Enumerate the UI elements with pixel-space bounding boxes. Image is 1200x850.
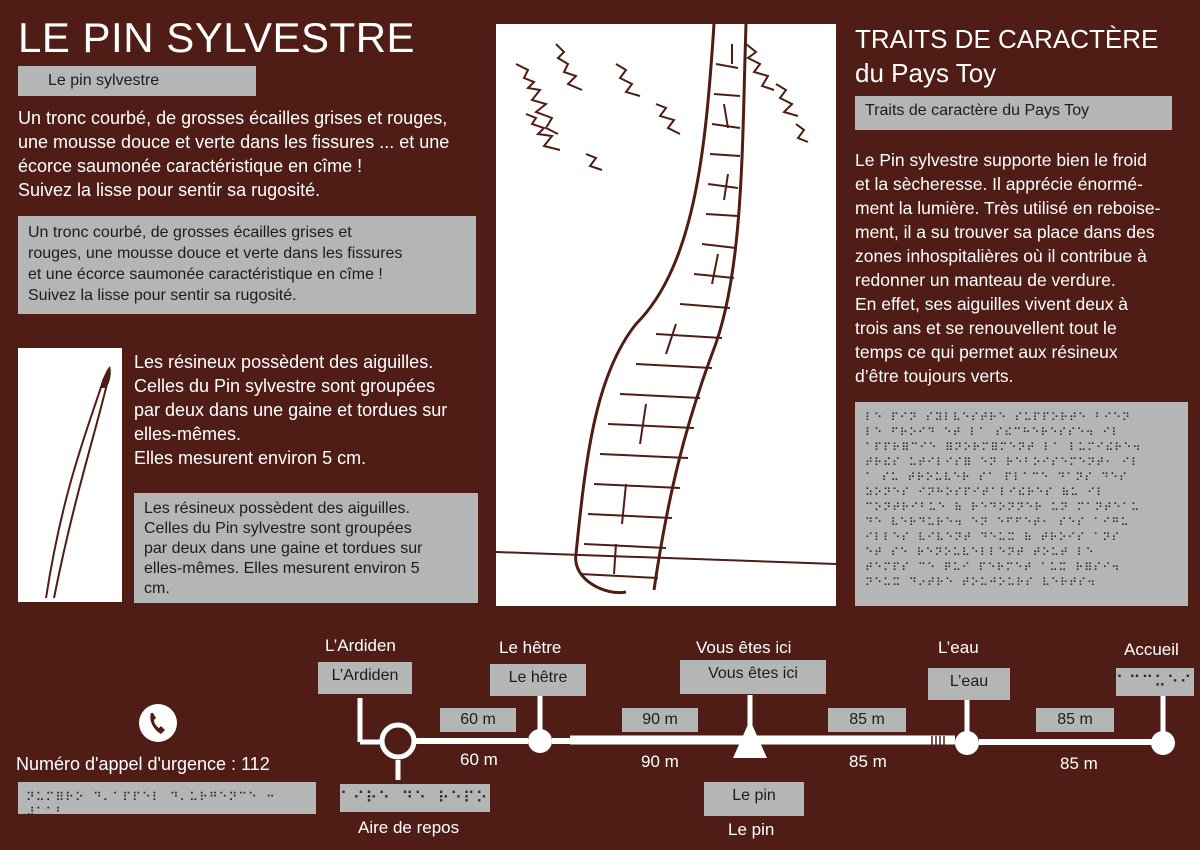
distance-label: 85 m xyxy=(1060,754,1098,773)
stop-box-hetre: Le hêtre xyxy=(490,664,586,696)
rest-area-label: Aire de repos xyxy=(358,818,460,837)
trail-line xyxy=(357,695,1175,780)
needles-line: Les résineux possèdent des aiguilles. xyxy=(134,352,434,372)
traits-braille-box: ⠇⠑ ⠏⠊⠝ ⠎⠽⠇⠧⠑⠎⠞⠗⠑ ⠎⠥⠏⠏⠕⠗⠞⠑ ⠃⠊⠑⠝ ⠇⠑ ⠋⠗⠕⠊⠙ … xyxy=(855,402,1188,606)
traits-box: Traits de caractère du Pays Toy xyxy=(855,96,1172,130)
intro-text: Un tronc courbé, de grosses écailles gri… xyxy=(18,106,488,202)
needles-box-line: Les résineux possèdent des aiguilles. xyxy=(144,500,410,517)
intro-box: Un tronc courbé, de grosses écailles gri… xyxy=(18,216,476,314)
traits-line: et la sècheresse. Il apprécie énormé- xyxy=(855,174,1143,194)
needles-box-line: elles-mêmes. Elles mesurent environ 5 xyxy=(144,560,420,577)
subtitle-box: Le pin sylvestre xyxy=(18,66,256,96)
traits-heading: TRAITS DE CARACTÈRE du Pays Toy xyxy=(855,22,1158,90)
intro-box-line: Suivez la lisse pour sentir sa rugosité. xyxy=(28,287,297,304)
intro-line: Suivez la lisse pour sentir sa rugosité. xyxy=(18,180,321,200)
traits-line: ment, il a su trouver sa place dans des xyxy=(855,222,1155,242)
traits-line: trois ans et se renouvellent tout le xyxy=(855,318,1117,338)
stop-box-here: Vous êtes ici xyxy=(680,660,826,694)
braille-line: ⠙⠑ ⠧⠑⠗⠙⠥⠗⠑⠲ ⠑⠝ ⠑⠋⠋⠑⠞⠂ ⠎⠑⠎ ⠁⠊⠛⠥ xyxy=(865,516,1130,529)
needles-line: Elles mesurent environ 5 cm. xyxy=(134,448,367,468)
stop-label-eau: L’eau xyxy=(938,638,979,657)
needles-box: Les résineux possèdent des aiguilles. Ce… xyxy=(134,493,478,603)
distance-box: 85 m xyxy=(1036,708,1114,732)
traits-line: Le Pin sylvestre supporte bien le froid xyxy=(855,150,1147,170)
braille-line: ⠉⠕⠝⠞⠗⠊⠃⠥⠑ ⠷ ⠗⠑⠙⠕⠝⠝⠑⠗ ⠥⠝ ⠍⠁⠝⠞⠑⠁⠥ xyxy=(865,501,1141,514)
phone-icon xyxy=(137,702,179,744)
intro-box-line: rouges, une mousse douce et verte dans l… xyxy=(28,245,403,262)
needles-box-line: par deux dans une gaine et tordues sur xyxy=(144,540,423,557)
page-title: LE PIN SYLVESTRE xyxy=(18,14,416,61)
braille-line: ⠝⠑⠥⠭ ⠙⠔⠞⠗⠑ ⠞⠕⠥⠚⠕⠥⠗⠎ ⠧⠑⠗⠞⠎⠲ xyxy=(865,576,1097,589)
tree-illustration xyxy=(495,23,837,606)
here-box-le-pin: Le pin xyxy=(704,782,804,816)
braille-line: ⠊⠇⠇⠑⠎ ⠧⠊⠧⠑⠝⠞ ⠙⠑⠥⠭ ⠷ ⠞⠗⠕⠊⠎ ⠁⠝⠎ xyxy=(865,531,1121,544)
intro-line: une mousse douce et verte dans les fissu… xyxy=(18,132,450,152)
needles-text: Les résineux possèdent des aiguilles. Ce… xyxy=(134,350,484,470)
pine-needle-illustration xyxy=(18,348,122,602)
braille-line: ⠑⠞ ⠎⠑ ⠗⠑⠝⠕⠥⠧⠑⠇⠇⠑⠝⠞ ⠞⠕⠥⠞ ⠇⠑ xyxy=(865,546,1095,559)
distance-box: 85 m xyxy=(828,708,906,732)
braille-line: ⠞⠑⠍⠏⠎ ⠉⠑ ⠟⠥⠊ ⠏⠑⠗⠍⠑⠞ ⠁⠥⠭ ⠗⠿⠎⠊⠲ xyxy=(865,561,1121,574)
needles-line: elles-mêmes. xyxy=(134,424,242,444)
stop-box-eau: L’eau xyxy=(928,668,1010,700)
emergency-label: Numéro d'appel d'urgence : 112 xyxy=(16,754,270,774)
needles-line: par deux dans une gaine et tordues sur xyxy=(134,400,448,420)
intro-box-line: et une écorce saumonée caractéristique e… xyxy=(28,266,383,283)
braille-line: ⠵⠕⠝⠑⠎ ⠊⠝⠓⠕⠎⠏⠊⠞⠁⠇⠊⠮⠗⠑⠎ ⠷⠥ ⠊⠇ xyxy=(865,486,1106,499)
here-label-le-pin: Le pin xyxy=(728,820,775,839)
distance-label: 60 m xyxy=(460,750,498,769)
needles-box-line: Celles du Pin sylvestre sont groupées xyxy=(144,520,412,537)
braille-line: ⠇⠑ ⠋⠗⠕⠊⠙ ⠑⠞ ⠇⠁ ⠎⠮⠉⠓⠑⠗⠑⠎⠎⠑⠲ ⠊⠇ xyxy=(865,426,1121,439)
needles-box-line: cm. xyxy=(144,580,170,597)
braille-line: ⠁⠏⠏⠗⠿⠉⠊⠑ ⠿⠝⠕⠗⠍⠿⠍⠑⠝⠞ ⠇⠁ ⠇⠥⠍⠊⠮⠗⠑⠲ xyxy=(865,441,1142,454)
stop-braille-accueil: ⠁⠉⠉⠥⠑⠊⠇ xyxy=(1116,668,1200,696)
stop-label-hetre: Le hêtre xyxy=(499,638,562,657)
traits-line: d’être toujours verts. xyxy=(855,366,1014,386)
traits-line: En effet, ses aiguilles vivent deux à xyxy=(855,294,1129,314)
distance-box: 90 m xyxy=(622,708,698,732)
braille-line: ⠇⠑ ⠏⠊⠝ ⠎⠽⠇⠧⠑⠎⠞⠗⠑ ⠎⠥⠏⠏⠕⠗⠞⠑ ⠃⠊⠑⠝ xyxy=(865,411,1131,424)
stop-label-here: Vous êtes ici xyxy=(696,638,792,657)
traits-line: zones inhospitalières où il contribue à xyxy=(855,246,1147,266)
trail-map: L’Ardiden L’Ardiden Le hêtre Le hêtre Vo… xyxy=(0,620,1200,850)
emergency-braille: ⠝⠥⠍⠿⠗⠕ ⠙⠄⠁⠏⠏⠑⠇ ⠙⠄⠥⠗⠛⠑⠝⠉⠑ ⠒ ⠼⠁⠁⠃ xyxy=(18,782,316,819)
braille-line: ⠞⠗⠮⠎ ⠥⠞⠊⠇⠊⠎⠿ ⠑⠝ ⠗⠑⠃⠕⠊⠎⠑⠍⠑⠝⠞⠂ ⠊⠇ xyxy=(865,456,1141,469)
traits-heading-line2: du Pays Toy xyxy=(855,58,997,88)
stop-box-ardiden: L’Ardiden xyxy=(318,662,412,694)
rest-area-braille: ⠁⠊⠗⠑ ⠙⠑ ⠗⠑⠏⠕⠎ xyxy=(340,784,500,812)
pine-tree-icon xyxy=(495,23,837,595)
stop-label-ardiden: L’Ardiden xyxy=(325,636,396,655)
distance-label: 90 m xyxy=(641,752,679,771)
intro-box-line: Un tronc courbé, de grosses écailles gri… xyxy=(28,224,352,241)
traits-line: temps ce qui permet aux résineux xyxy=(855,342,1118,362)
distance-box: 60 m xyxy=(440,708,516,732)
distance-label: 85 m xyxy=(849,752,887,771)
traits-line: ment la lumière. Très utilisé en reboise… xyxy=(855,198,1161,218)
traits-heading-line1: TRAITS DE CARACTÈRE xyxy=(855,24,1159,54)
needles-line: Celles du Pin sylvestre sont groupées xyxy=(134,376,436,396)
intro-line: écorce saumonée caractéristique en cîme … xyxy=(18,156,363,176)
pine-needle-icon xyxy=(45,366,111,599)
intro-line: Un tronc courbé, de grosses écailles gri… xyxy=(18,108,448,128)
traits-text: Le Pin sylvestre supporte bien le froid … xyxy=(855,148,1200,388)
traits-line: redonner un manteau de verdure. xyxy=(855,270,1116,290)
stop-label-accueil: Accueil xyxy=(1124,640,1179,659)
braille-line: ⠁ ⠎⠥ ⠞⠗⠕⠥⠧⠑⠗ ⠎⠁ ⠏⠇⠁⠉⠑ ⠙⠁⠝⠎ ⠙⠑⠎ xyxy=(865,471,1129,484)
